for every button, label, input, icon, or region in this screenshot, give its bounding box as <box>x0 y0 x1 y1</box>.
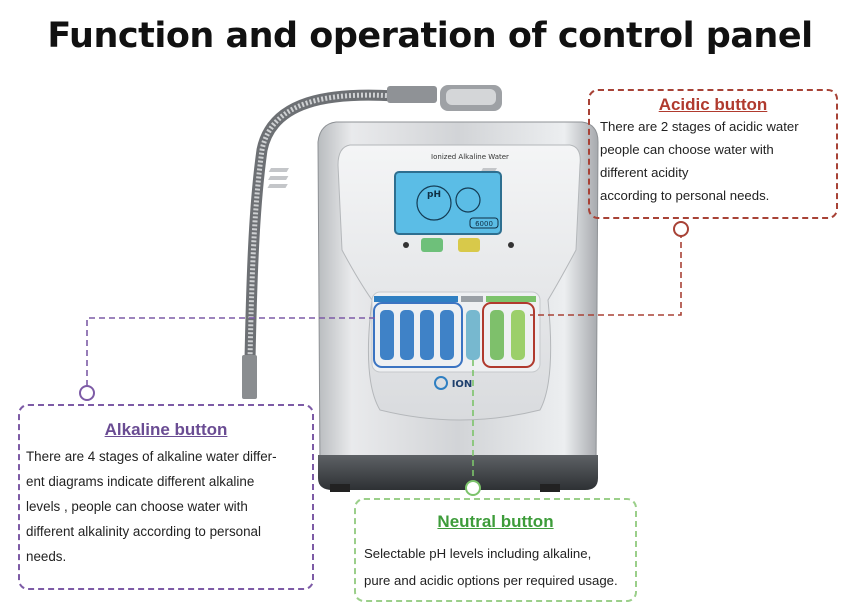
hose-connector <box>387 86 437 103</box>
neutral-line-2: pure and acidic options per required usa… <box>364 573 618 588</box>
brand-label: Ionized Alkaline Water <box>431 153 509 161</box>
acidic-heading: Acidic button <box>658 95 768 114</box>
ph-label: pH <box>427 190 441 200</box>
alkaline-buttons <box>380 310 454 360</box>
acidic-line-3: different acidity <box>600 165 689 180</box>
alkaline-line-1: There are 4 stages of alkaline water dif… <box>26 449 277 464</box>
neutral-line-1: Selectable pH levels including alkaline, <box>364 546 592 561</box>
acidic-connector <box>530 232 682 316</box>
panel-controls <box>403 238 514 252</box>
acidic-line-1: There are 2 stages of acidic water <box>600 119 799 134</box>
alkaline-heading: Alkaline button <box>104 420 228 439</box>
alkaline-line-4: different alkalinity according to person… <box>26 524 261 539</box>
alkaline-button-callout: Alkaline button There are 4 stages of al… <box>18 404 314 590</box>
neutral-button <box>466 310 480 360</box>
alkaline-line-2: ent diagrams indicate different alkaline <box>26 474 255 489</box>
page-title: Function and operation of control panel <box>47 16 813 56</box>
hose-nozzle <box>242 355 257 399</box>
neutral-button-callout: Neutral button Selectable pH levels incl… <box>354 498 637 602</box>
acidic-buttons-highlight <box>482 302 535 368</box>
lcd-reading: 6000 <box>475 220 493 228</box>
acidic-button-callout: Acidic button There are 2 stages of acid… <box>588 89 838 219</box>
brand-logo: ION <box>434 376 473 390</box>
alkaline-line-3: levels , people can choose water with <box>26 499 248 514</box>
alkaline-line-5: needs. <box>26 549 67 564</box>
device-base <box>318 455 598 490</box>
acidic-line-4: according to personal needs. <box>600 188 770 203</box>
acidic-line-2: people can choose water with <box>600 142 774 157</box>
alkaline-buttons-highlight <box>373 302 463 368</box>
logo-text: ION <box>452 379 473 390</box>
neutral-heading: Neutral button <box>437 512 554 531</box>
acidic-buttons <box>490 310 525 360</box>
alkaline-connector <box>86 317 376 386</box>
